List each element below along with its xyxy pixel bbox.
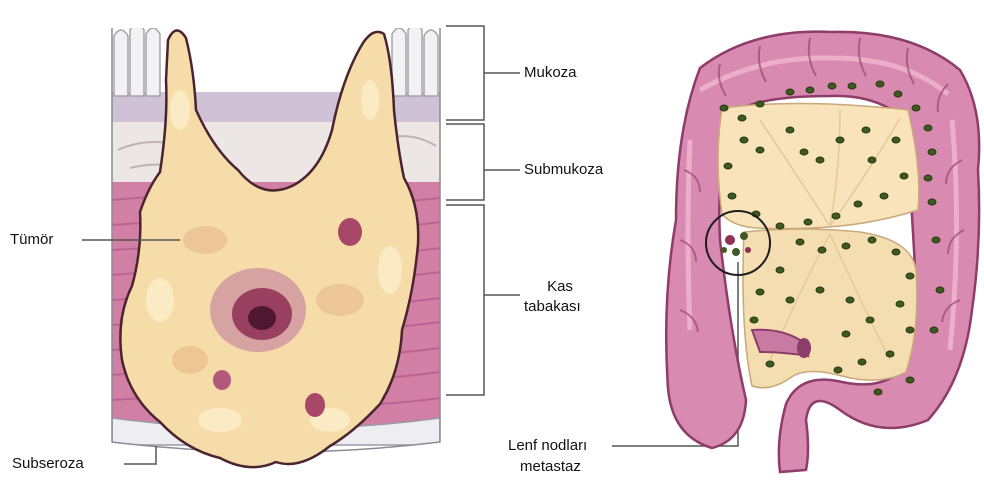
label-tumor: Tümör [10,231,53,249]
label-kas-line1: Kas [540,278,580,296]
label-lenf-line2: metastaz [520,458,581,476]
label-subseroza: Subseroza [12,455,84,473]
label-mukoza: Mukoza [524,64,577,82]
mesentery [718,103,919,228]
label-lenf-line1: Lenf nodları [508,437,587,455]
label-submukoza: Submukoza [524,161,603,179]
label-kas-line2: tabakası [524,298,581,316]
